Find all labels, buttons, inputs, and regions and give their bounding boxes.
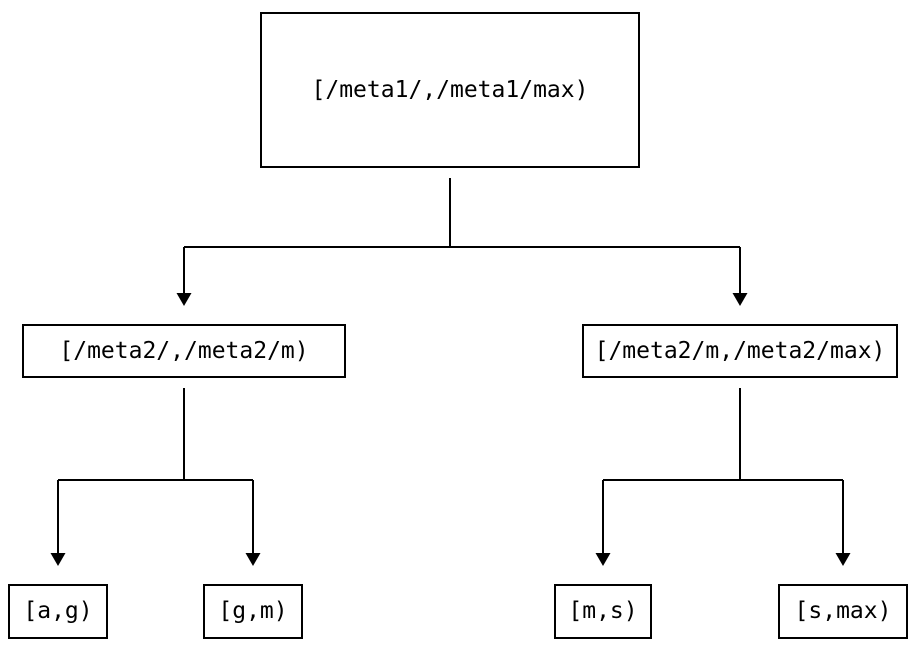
leaf-node-g-m: [g,m)	[203, 584, 303, 639]
leaf-node-m-s: [m,s)	[554, 584, 652, 639]
arrowhead-leaf-ms	[595, 553, 611, 566]
node-root-meta1-range: [/meta1/,/meta1/max)	[260, 12, 640, 168]
arrowhead-leaf-ag	[50, 553, 66, 566]
arrowhead-right-child	[732, 293, 748, 306]
arrowhead-leaf-gm	[245, 553, 261, 566]
arrowhead-left-child	[176, 293, 192, 306]
arrowhead-leaf-smax	[835, 553, 851, 566]
leaf-node-s-max: [s,max)	[778, 584, 908, 639]
node-meta2-upper-range: [/meta2/m,/meta2/max)	[582, 324, 898, 378]
leaf-node-a-g: [a,g)	[8, 584, 108, 639]
node-meta2-lower-range: [/meta2/,/meta2/m)	[22, 324, 346, 378]
